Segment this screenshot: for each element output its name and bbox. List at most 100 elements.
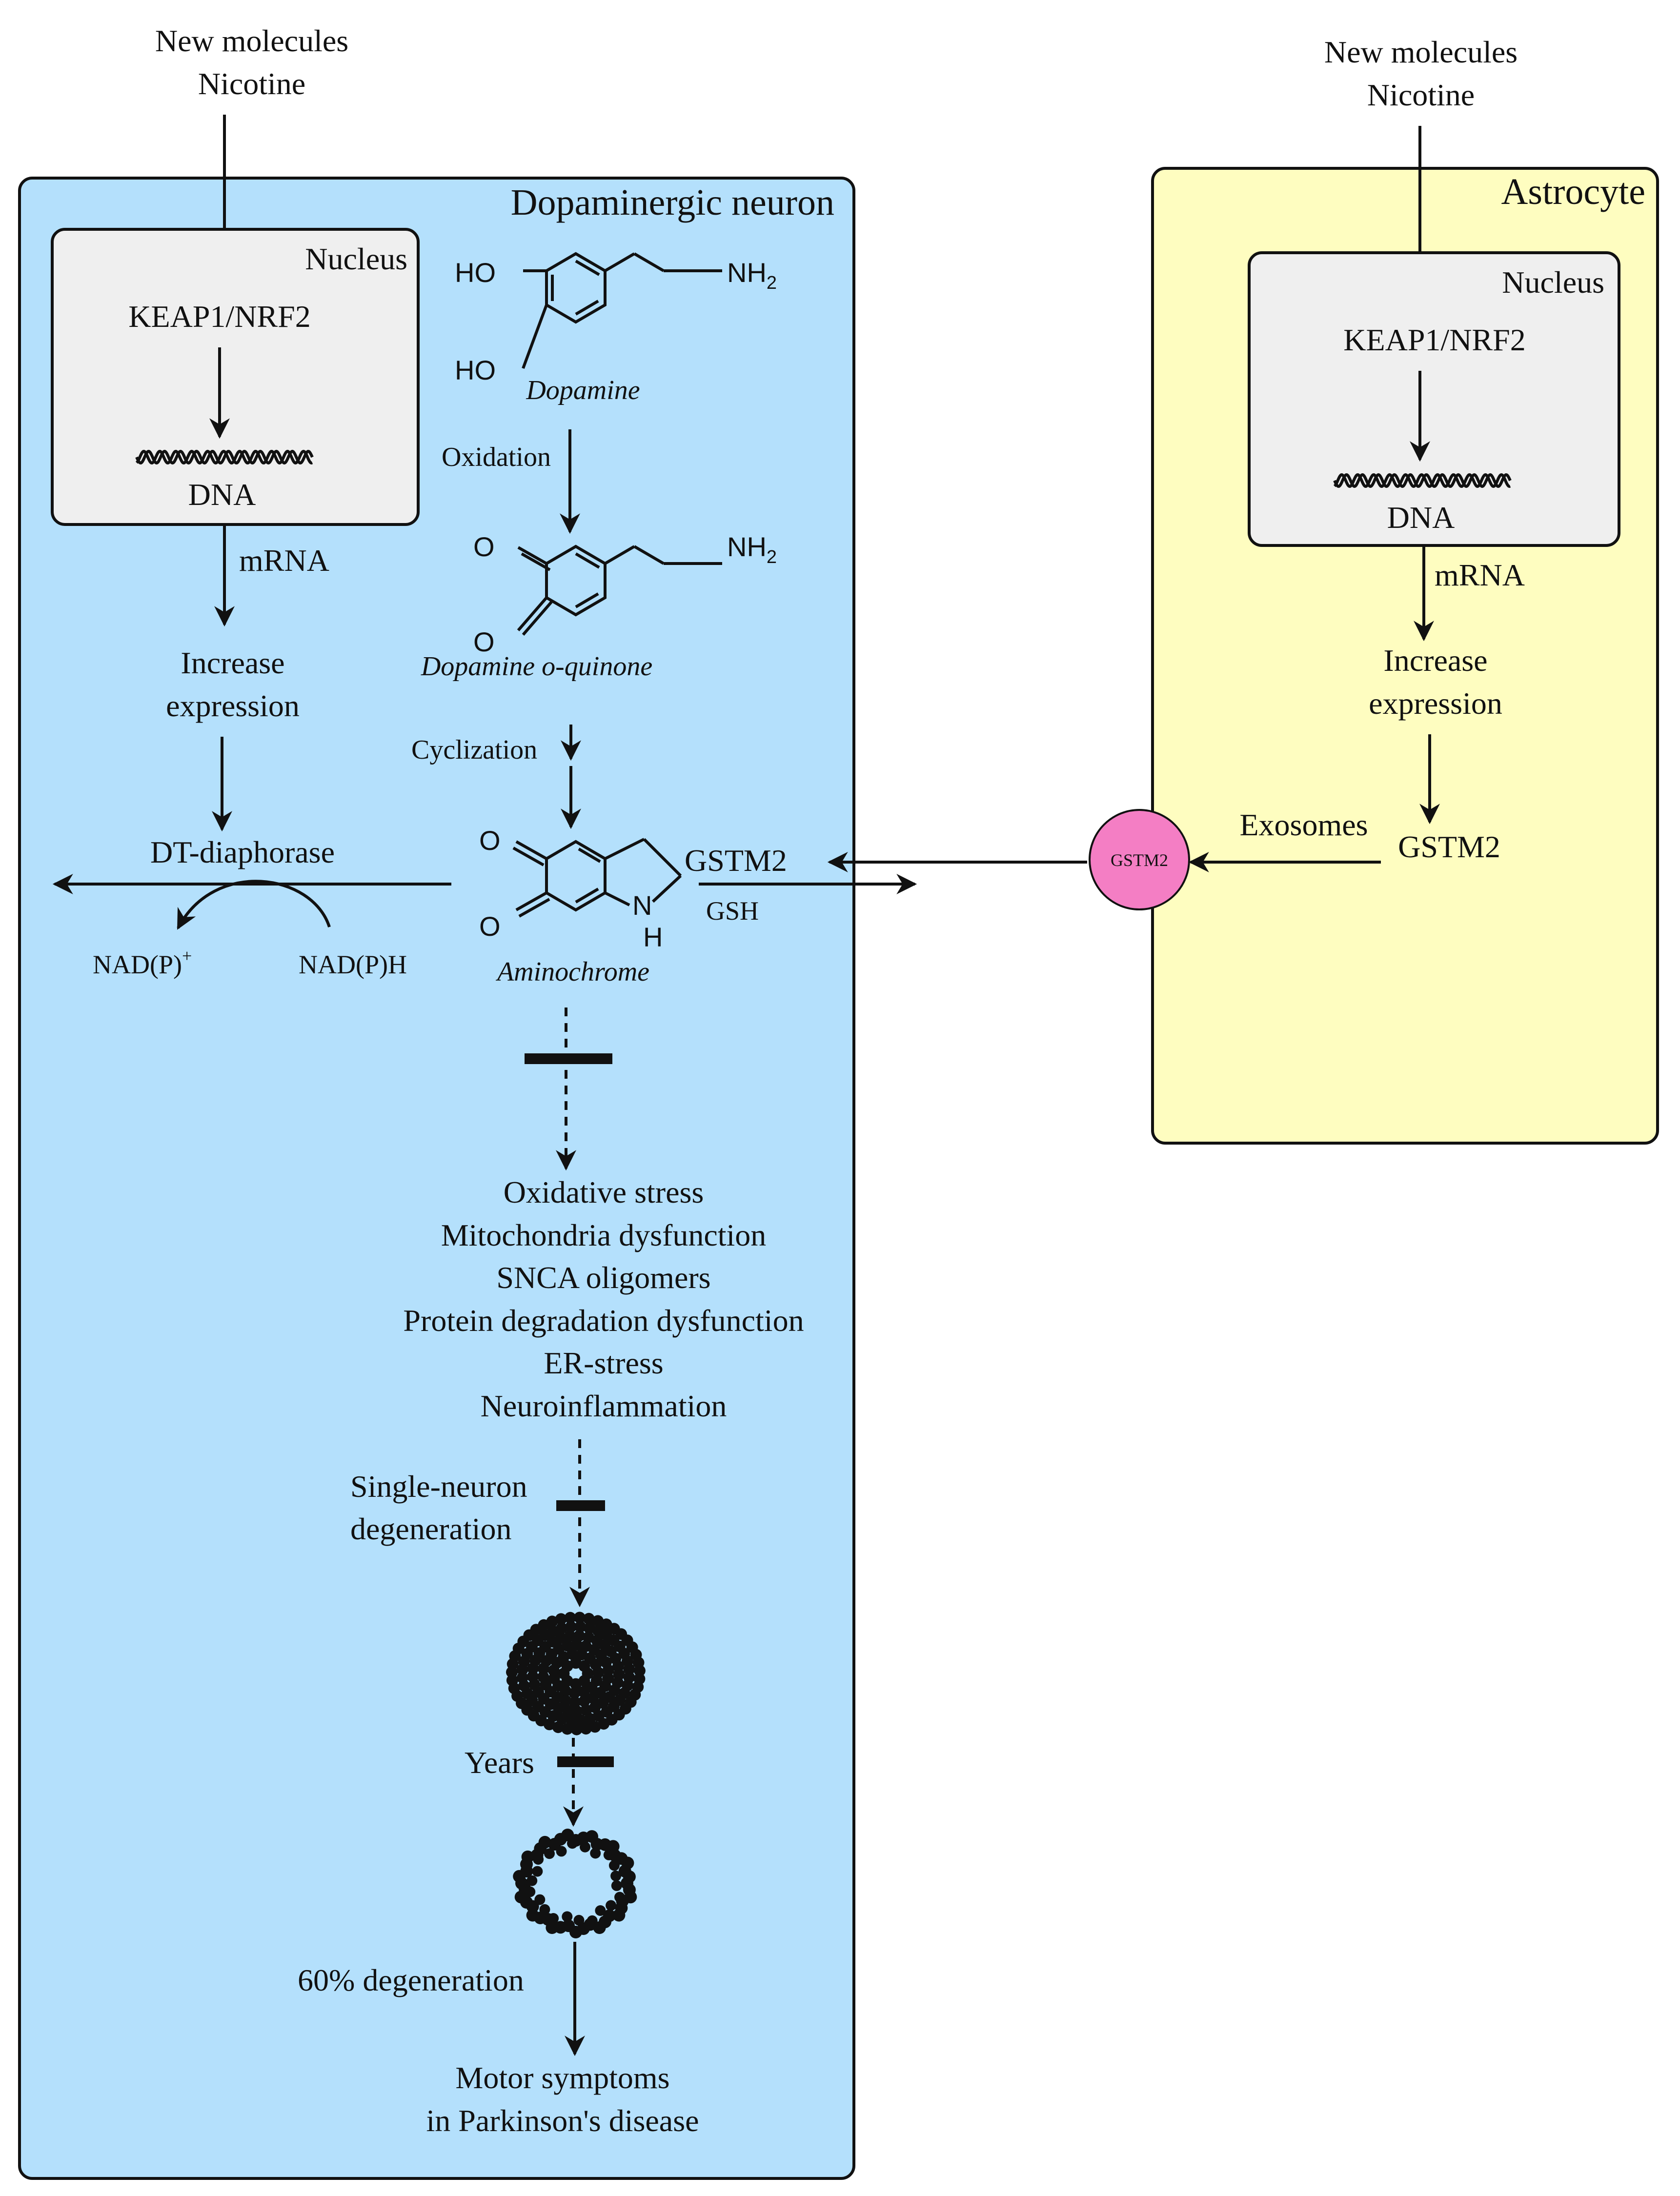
aminochrome-hydrogen: H [643,922,663,952]
aminochrome-inhibition-bar [525,1053,612,1064]
quinone-name: Dopamine o-quinone [421,651,652,682]
aminochrome-structure [512,838,682,918]
neuron-cell-dot [526,1671,539,1683]
aminochrome-name: Aminochrome [495,957,649,987]
neuron-cell-dot [537,1671,549,1683]
neuron-cell-dot [539,1904,550,1915]
neuron-cell-dot [569,1696,581,1708]
nadph-cofactor-arrow [177,880,331,930]
neuron-cell-dot [592,1667,604,1678]
neuron-cell-dot [583,1612,595,1625]
astrocyte-input-line1: New molecules [1324,35,1518,69]
effect-snca-oligomers: SNCA oligomers [496,1260,710,1295]
neuron-cell-dot [580,1841,590,1853]
neuron-cell-dot [538,1835,551,1849]
neuron-cell-dot [571,1705,583,1717]
neuron-nucleus-label: Nucleus [305,242,407,276]
astrocyte-nucleus [1248,251,1620,547]
neuron-increase-line1: Increase [181,645,284,680]
astrocyte-mrna-label: mRNA [1435,558,1525,592]
neuron-cell-dot [578,1686,590,1698]
effect-oxidative-stress: Oxidative stress [504,1175,704,1209]
dopamine-name: Dopamine [526,375,640,405]
neuron-dna-label: DNA [188,477,256,512]
neuron-cell-dot [555,1632,567,1644]
astrocyte-increase-line1: Increase [1383,643,1487,678]
motor-symptoms-line1: Motor symptoms [455,2060,669,2095]
neuron-cell-dot [564,1630,576,1642]
oxidation-label: Oxidation [442,442,551,472]
dt-diaphorase-label: DT-diaphorase [150,835,335,869]
astrocyte-dna-helix [1333,473,1512,488]
motor-symptoms-line2: in Parkinson's disease [426,2103,699,2138]
nadp-plus-label: NAD(P)+ [93,946,192,979]
neuron-cell-dot [564,1612,576,1624]
neuron-cell-dot [534,1894,546,1905]
dopamine-ho-top: HO [455,257,496,288]
neuron-cell-dot [556,1846,567,1857]
neuron-cell-dot [565,1621,577,1633]
neuron-cell-dot [562,1705,574,1716]
neuron-cell-dot [526,1909,539,1922]
degeneration-60-label: 60% degeneration [298,1963,524,1997]
gsh-label: GSH [706,896,759,926]
effect-mitochondria-dysfunction: Mitochondria dysfunction [441,1218,767,1252]
neuron-cell-dot [575,1714,587,1726]
neuron-cell-dot [597,1697,609,1709]
neuron-mrna-label: mRNA [239,543,329,578]
neuron-cell-dot [599,1680,611,1692]
neuron-cell-dot [546,1615,558,1628]
gstm2-neuron-label: GSTM2 [685,843,787,878]
neuron-cell-dot [623,1663,635,1675]
neuron-cell-dot [573,1612,586,1624]
neuron-title: Dopaminergic neuron [511,182,834,223]
effect-protein-degradation: Protein degradation dysfunction [403,1303,804,1338]
dopamine-quinone-structure [517,544,722,636]
neuron-cell-dot [612,1909,626,1922]
astrocyte-increase-line2: expression [1369,686,1502,721]
neuron-cell-dot [570,1639,583,1651]
neuron-cell-dot [589,1721,601,1733]
astrocyte-title: Astrocyte [1501,171,1645,212]
neuron-cell-dot [573,1630,586,1642]
dopamine-ho-bottom: HO [455,355,496,385]
single-neuron-line2: degeneration [350,1511,512,1546]
neuron-cell-dot [568,1687,581,1699]
neuron-cell-dot [552,1721,564,1733]
neuron-cell-dot [611,1880,622,1891]
quinone-oxygen-bottom: O [473,626,495,657]
dopamine-structure [522,252,722,369]
astrocyte-nucleus-label: Nucleus [1502,265,1604,300]
neuron-dna-helix [135,449,314,465]
cyclization-label: Cyclization [411,735,537,765]
neuron-cell-dot [633,1665,646,1677]
years-label: Years [465,1745,534,1780]
aminochrome-oxygen-bottom: O [479,911,501,942]
aminochrome-oxygen-top: O [479,825,501,856]
neuron-cell-dot [574,1621,587,1633]
neuron-input-line2: Nicotine [198,66,305,101]
neuron-cell-dot [580,1723,592,1735]
astrocyte-dna-label: DNA [1387,500,1455,535]
degenerated-neuron-ring [513,1829,637,1938]
neuron-cell-dot [544,1848,555,1859]
neuron-cell-dot [562,1911,573,1922]
years-inhibition-bar [557,1756,614,1767]
quinone-oxygen-top: O [473,531,495,562]
neuron-dna-helix-strand2 [135,449,313,465]
neuron-cell-dot [578,1695,590,1707]
aminochrome-nitrogen: N [632,890,652,921]
neuron-cell-dot [526,1875,538,1886]
neuron-cell-dot [516,1672,528,1684]
effect-neuroinflammation: Neuroinflammation [481,1389,727,1423]
neuron-cell-dot [555,1613,567,1625]
neuron-cell-dot [623,1870,636,1883]
neuron-cell-dot [590,1848,601,1859]
neuron-cell-dot [556,1622,568,1634]
astrocyte-keap1-nrf2: KEAP1/NRF2 [1343,322,1525,357]
dense-neuron-cluster [506,1612,646,1735]
neuron-input-line1: New molecules [155,23,348,58]
dopaminergic-neuron-compartment [18,177,855,2180]
